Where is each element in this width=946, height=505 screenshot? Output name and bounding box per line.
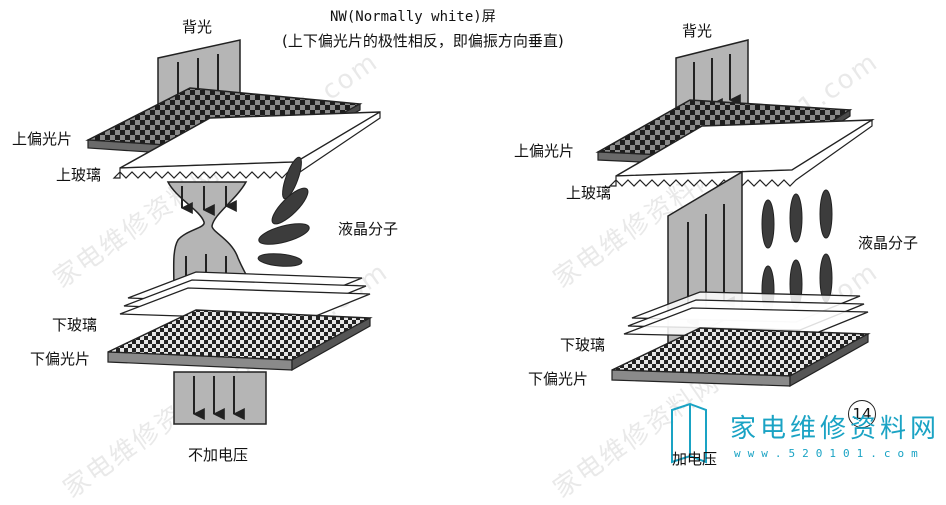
left-lower-polarizer bbox=[107, 309, 373, 361]
left-lower-glass bbox=[119, 271, 371, 321]
right-panel-drawing bbox=[595, 39, 875, 388]
left-backlight-label: 背光 bbox=[182, 18, 213, 36]
left-lower-polarizer-label: 下偏光片 bbox=[30, 350, 91, 368]
right-lower-glass-label: 下玻璃 bbox=[560, 336, 606, 354]
title-line-2: (上下偏光片的极性相反，即偏振方向垂直) bbox=[282, 32, 564, 50]
left-upper-glass-label: 上玻璃 bbox=[56, 166, 102, 184]
right-caption: 加电压 bbox=[672, 450, 718, 468]
left-panel-drawing bbox=[85, 39, 381, 425]
left-transmitted-light bbox=[173, 371, 267, 425]
left-upper-polarizer-label: 上偏光片 bbox=[12, 130, 73, 148]
diagram-stage: 家电维修资料网 520101.com 家电维修资料网 520101.com 家电… bbox=[12, 9, 941, 504]
left-liquid-crystal-label: 液晶分子 bbox=[338, 220, 399, 238]
right-backlight-label: 背光 bbox=[682, 22, 713, 40]
right-upper-glass-label: 上玻璃 bbox=[566, 184, 612, 202]
left-caption: 不加电压 bbox=[188, 446, 249, 464]
left-lower-glass-label: 下玻璃 bbox=[52, 316, 98, 334]
watermark-site-name: 家电维修资料网 bbox=[730, 414, 941, 444]
left-lc-molecules bbox=[257, 156, 310, 267]
watermark-site-url: www.520101.com bbox=[734, 447, 925, 460]
watermark-book-icon bbox=[671, 402, 707, 464]
right-upper-polarizer-label: 上偏光片 bbox=[514, 142, 575, 160]
title-line-1: NW(Normally white)屏 bbox=[330, 9, 496, 25]
figure-number-badge: 14 bbox=[848, 400, 876, 428]
lcd-diagram-drawing bbox=[85, 39, 875, 464]
right-lower-glass bbox=[623, 291, 869, 339]
right-liquid-crystal-label: 液晶分子 bbox=[858, 234, 919, 252]
right-lower-polarizer-label: 下偏光片 bbox=[528, 370, 589, 388]
